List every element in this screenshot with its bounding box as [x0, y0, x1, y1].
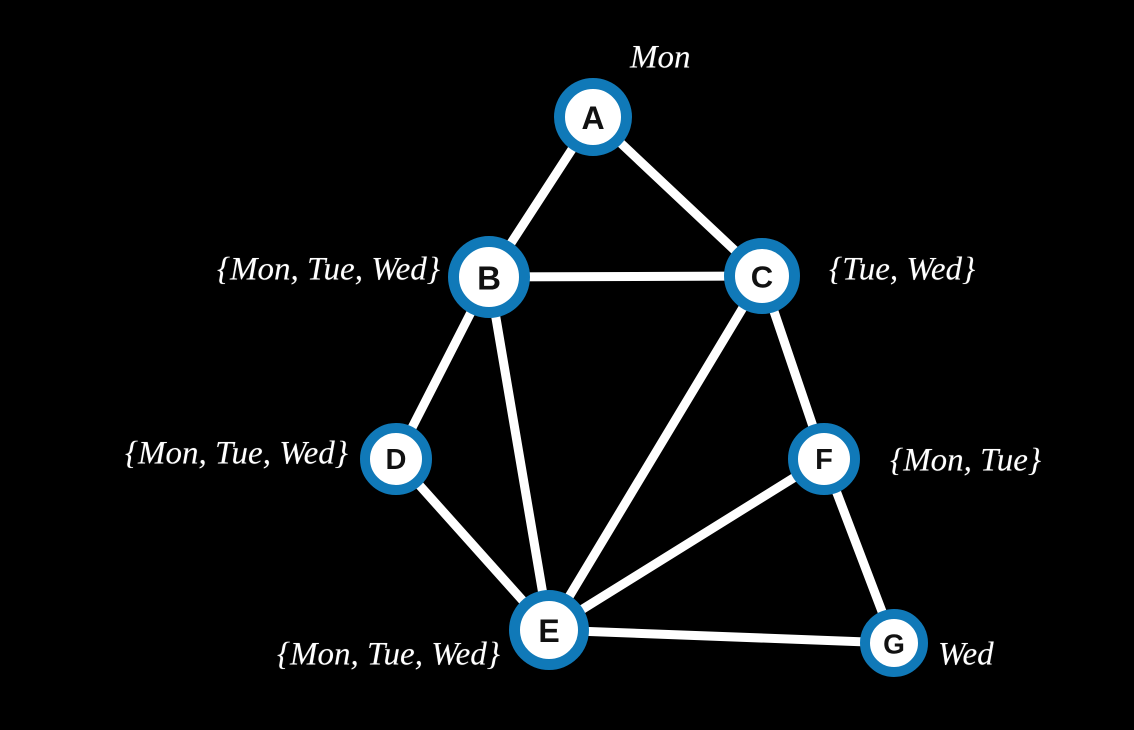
domain-label-f: {Mon, Tue} — [890, 442, 1042, 479]
graph-edge-b-c — [484, 271, 767, 282]
node-layer: A B C D E F G — [360, 78, 928, 677]
edge-layer — [391, 112, 899, 648]
node-circle-c — [724, 238, 800, 314]
node-letter-e: E — [538, 613, 559, 649]
domain-label-a: Mon — [630, 39, 691, 76]
node-circle-a — [554, 78, 632, 156]
graph-edge-e-f — [544, 454, 829, 635]
node-letter-a: A — [581, 100, 604, 136]
domain-label-e: {Mon, Tue, Wed} — [276, 636, 500, 673]
graph-node-f[interactable]: F — [788, 423, 860, 495]
graph-node-g[interactable]: G — [860, 609, 928, 677]
graph-edge-e-g — [544, 625, 899, 648]
node-circle-d — [360, 423, 432, 495]
node-letter-d: D — [386, 444, 407, 476]
graph-node-e[interactable]: E — [509, 590, 589, 670]
graph-edge-b-e — [484, 272, 554, 635]
node-letter-c: C — [751, 260, 773, 295]
graph-node-d[interactable]: D — [360, 423, 432, 495]
graph-edge-c-e — [544, 271, 767, 635]
graph-node-a[interactable]: A — [554, 78, 632, 156]
domain-label-d: {Mon, Tue, Wed} — [124, 435, 348, 472]
node-letter-f: F — [815, 444, 833, 476]
node-letter-b: B — [477, 260, 501, 297]
node-circle-b — [448, 236, 530, 318]
domain-label-c: {Tue, Wed} — [829, 251, 976, 288]
node-circle-e — [509, 590, 589, 670]
graph-node-c[interactable]: C — [724, 238, 800, 314]
node-circle-g — [860, 609, 928, 677]
domain-label-b: {Mon, Tue, Wed} — [216, 251, 440, 288]
graph-node-b[interactable]: B — [448, 236, 530, 318]
node-circle-f — [788, 423, 860, 495]
node-letter-g: G — [883, 629, 905, 660]
domain-label-g: Wed — [938, 636, 994, 673]
